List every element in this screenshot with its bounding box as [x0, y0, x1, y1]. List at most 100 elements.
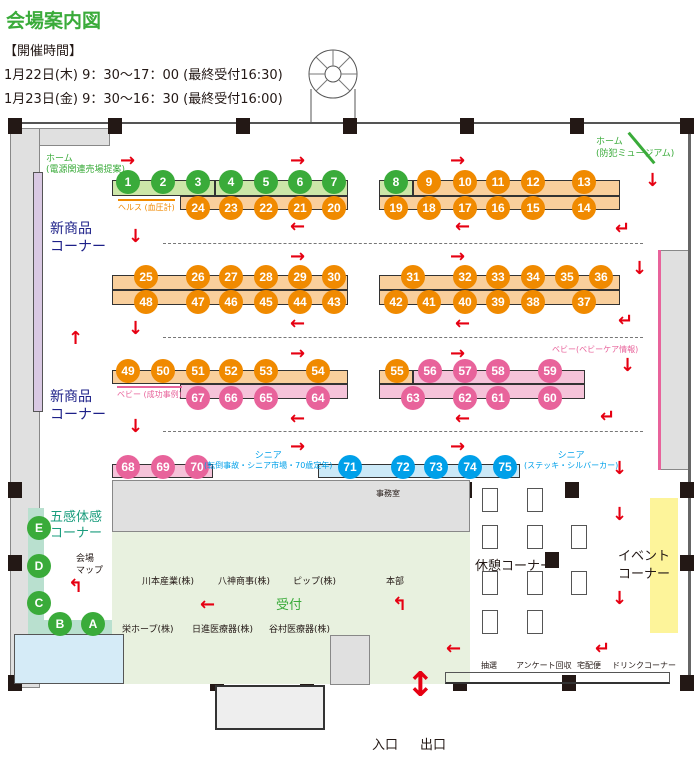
booth-25[interactable]: 25: [134, 265, 158, 289]
booth-1[interactable]: 1: [116, 170, 140, 194]
booth-62[interactable]: 62: [453, 386, 477, 410]
booth-27[interactable]: 27: [219, 265, 243, 289]
booth-stall: [379, 384, 585, 399]
booth-70[interactable]: 70: [185, 455, 209, 479]
zone-home-power: ホーム(電源関連売場提案): [46, 154, 126, 175]
booth-C[interactable]: C: [27, 591, 51, 615]
company-tanimura: 谷村医療器(株): [269, 625, 331, 635]
booth-71[interactable]: 71: [338, 455, 362, 479]
booth-55[interactable]: 55: [385, 359, 409, 383]
booth-23[interactable]: 23: [219, 196, 243, 220]
booth-4[interactable]: 4: [219, 170, 243, 194]
hours-day1: 1月22日(木) 9：30～17：00 (最終受付16:30): [4, 68, 283, 83]
booth-12[interactable]: 12: [521, 170, 545, 194]
booth-37[interactable]: 37: [572, 290, 596, 314]
pillar: [108, 118, 122, 134]
booth-48[interactable]: 48: [134, 290, 158, 314]
booth-43[interactable]: 43: [322, 290, 346, 314]
reception-area: [112, 532, 470, 684]
booth-11[interactable]: 11: [486, 170, 510, 194]
booth-47[interactable]: 47: [186, 290, 210, 314]
booth-51[interactable]: 51: [186, 359, 210, 383]
booth-D[interactable]: D: [27, 554, 51, 578]
booth-24[interactable]: 24: [186, 196, 210, 220]
event-corner-area: [650, 498, 678, 633]
exit-label[interactable]: 出口: [420, 738, 447, 753]
booth-53[interactable]: 53: [254, 359, 278, 383]
booth-31[interactable]: 31: [401, 265, 425, 289]
booth-63[interactable]: 63: [401, 386, 425, 410]
booth-56[interactable]: 56: [418, 359, 442, 383]
direction-arrow-icon: ↓: [620, 355, 636, 376]
booth-15[interactable]: 15: [521, 196, 545, 220]
booth-59[interactable]: 59: [538, 359, 562, 383]
direction-arrow-icon: ↰: [68, 576, 84, 597]
booth-32[interactable]: 32: [453, 265, 477, 289]
booth-57[interactable]: 57: [453, 359, 477, 383]
booth-52[interactable]: 52: [219, 359, 243, 383]
left-shelf: [33, 172, 43, 412]
booth-10[interactable]: 10: [453, 170, 477, 194]
booth-61[interactable]: 61: [486, 386, 510, 410]
booth-B[interactable]: B: [48, 612, 72, 636]
booth-5[interactable]: 5: [254, 170, 278, 194]
booth-45[interactable]: 45: [254, 290, 278, 314]
booth-60[interactable]: 60: [538, 386, 562, 410]
booth-38[interactable]: 38: [521, 290, 545, 314]
booth-2[interactable]: 2: [151, 170, 175, 194]
booth-30[interactable]: 30: [322, 265, 346, 289]
survey-label: アンケート回収: [516, 661, 572, 670]
booth-21[interactable]: 21: [288, 196, 312, 220]
booth-69[interactable]: 69: [151, 455, 175, 479]
booth-28[interactable]: 28: [254, 265, 278, 289]
pillar: [680, 482, 694, 498]
office-label: 事務室: [376, 489, 400, 498]
booth-22[interactable]: 22: [254, 196, 278, 220]
booth-19[interactable]: 19: [384, 196, 408, 220]
booth-6[interactable]: 6: [288, 170, 312, 194]
booth-39[interactable]: 39: [486, 290, 510, 314]
booth-16[interactable]: 16: [486, 196, 510, 220]
booth-54[interactable]: 54: [306, 359, 330, 383]
company-yagami: 八神商事(株): [218, 577, 271, 587]
booth-33[interactable]: 33: [486, 265, 510, 289]
entrance-label[interactable]: 入口: [372, 738, 399, 753]
booth-66[interactable]: 66: [219, 386, 243, 410]
booth-50[interactable]: 50: [151, 359, 175, 383]
booth-41[interactable]: 41: [417, 290, 441, 314]
booth-3[interactable]: 3: [186, 170, 210, 194]
booth-35[interactable]: 35: [555, 265, 579, 289]
booth-8[interactable]: 8: [384, 170, 408, 194]
booth-49[interactable]: 49: [116, 359, 140, 383]
booth-46[interactable]: 46: [219, 290, 243, 314]
booth-26[interactable]: 26: [186, 265, 210, 289]
booth-E[interactable]: E: [27, 516, 51, 540]
booth-64[interactable]: 64: [306, 386, 330, 410]
booth-34[interactable]: 34: [521, 265, 545, 289]
booth-29[interactable]: 29: [288, 265, 312, 289]
booth-18[interactable]: 18: [417, 196, 441, 220]
booth-13[interactable]: 13: [572, 170, 596, 194]
booth-74[interactable]: 74: [458, 455, 482, 479]
booth-7[interactable]: 7: [322, 170, 346, 194]
booth-65[interactable]: 65: [254, 386, 278, 410]
booth-68[interactable]: 68: [116, 455, 140, 479]
booth-75[interactable]: 75: [493, 455, 517, 479]
booth-36[interactable]: 36: [589, 265, 613, 289]
booth-44[interactable]: 44: [288, 290, 312, 314]
direction-arrow-icon: →: [290, 150, 306, 171]
booth-9[interactable]: 9: [417, 170, 441, 194]
booth-20[interactable]: 20: [322, 196, 346, 220]
booth-72[interactable]: 72: [391, 455, 415, 479]
booth-A[interactable]: A: [81, 612, 105, 636]
pillar: [680, 118, 694, 134]
booth-40[interactable]: 40: [453, 290, 477, 314]
booth-73[interactable]: 73: [424, 455, 448, 479]
pillar: [8, 118, 22, 134]
booth-17[interactable]: 17: [453, 196, 477, 220]
hours-heading: 【開催時間】: [4, 44, 83, 59]
booth-67[interactable]: 67: [186, 386, 210, 410]
booth-58[interactable]: 58: [486, 359, 510, 383]
booth-14[interactable]: 14: [572, 196, 596, 220]
booth-42[interactable]: 42: [384, 290, 408, 314]
